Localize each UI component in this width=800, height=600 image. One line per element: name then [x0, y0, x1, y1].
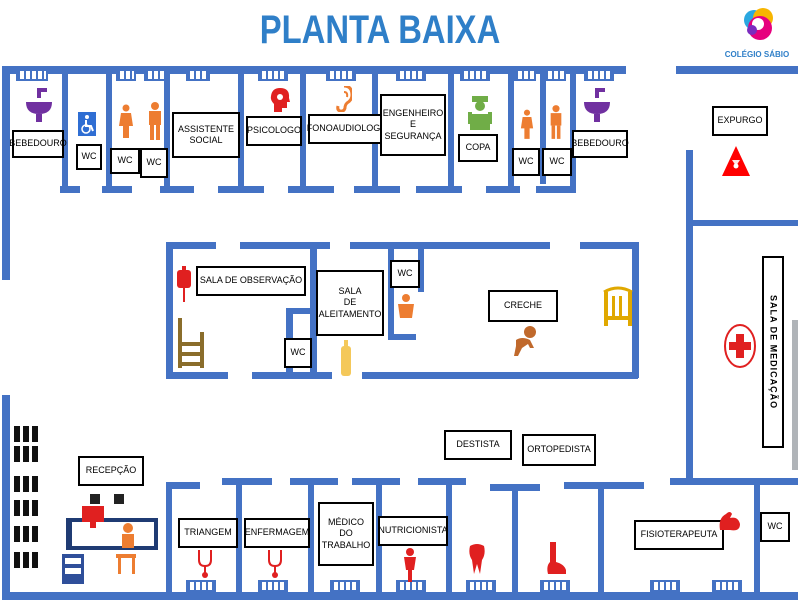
label-ortopedista: ORTOPEDISTA: [522, 434, 596, 466]
label-recepcao: RECEPÇÃO: [78, 456, 144, 486]
label-wc-observacao: WC: [284, 338, 312, 368]
person-icon: [520, 109, 534, 139]
chef-icon: [468, 96, 492, 130]
label-bebedouro-left: BEBEDOURO: [9, 130, 67, 158]
muscle-icon: [719, 512, 740, 531]
logo: COLÉGIO SÁBIO: [718, 4, 796, 64]
label-creche: CRECHE: [488, 290, 558, 322]
person-icon: [119, 104, 133, 138]
label-wc-1: WC: [110, 148, 140, 174]
chair-icon: [14, 476, 38, 492]
person-icon: [398, 294, 414, 318]
label-sala-medicacao: SALA DE MEDICAÇÃO: [762, 256, 784, 448]
foot-icon: [547, 542, 566, 574]
wheelchair-icon: [78, 112, 96, 136]
label-nutricionista: NUTRICIONISTA: [378, 516, 448, 546]
label-triangem: TRIANGEM: [178, 518, 238, 548]
label-bebedouro-right: BEBEDOURO: [571, 130, 629, 158]
head-icon: [270, 88, 290, 112]
label-fisioterapeuta: FISIOTERAPEUTA: [634, 520, 724, 550]
label-engenheiro: ENGENHEIRO E SEGURANÇA: [380, 94, 446, 156]
ear-icon: [336, 86, 352, 112]
chair-icon: [14, 526, 38, 542]
label-enfermagem: ENFERMAGEM: [244, 518, 310, 548]
baby-icon: [514, 326, 536, 356]
sink-icon: [26, 88, 52, 122]
label-psicologo: PSICOLOGO: [246, 116, 302, 146]
medical-cross-icon: [724, 324, 756, 368]
baby-bottle-icon: [341, 340, 351, 376]
page-title: PLANTA BAIXA: [259, 8, 501, 52]
label-copa: COPA: [458, 134, 498, 162]
person-icon: [550, 105, 562, 139]
tooth-icon: [469, 544, 485, 574]
label-wc-accessible: WC: [76, 144, 102, 170]
label-wc-3: WC: [512, 148, 540, 176]
crib-icon: [603, 286, 633, 326]
stethoscope-icon: [198, 550, 212, 578]
label-medico-trabalho: MÉDICO DO TRABALHO: [318, 502, 374, 566]
iv-bag-icon: [177, 266, 191, 302]
logo-icon: [744, 8, 773, 40]
label-expurgo: EXPURGO: [712, 106, 768, 136]
label-sala-observacao: SALA DE OBSERVAÇÃO: [196, 266, 306, 296]
label-wc-2: WC: [140, 148, 168, 178]
chair-icon: [14, 552, 38, 568]
body-icon: [404, 548, 416, 582]
bed-icon: [178, 318, 204, 368]
logo-text: COLÉGIO SÁBIO: [724, 50, 790, 59]
chair-icon: [14, 426, 38, 442]
person-icon: [149, 102, 161, 140]
stethoscope-icon: [268, 550, 282, 578]
label-sala-aleitamento: SALA DE ALEITAMENTO: [316, 270, 384, 336]
sink-icon: [584, 88, 610, 122]
reception-desk-icon: [62, 494, 158, 584]
label-fonoaudiologo: FONOAUDIOLOGO: [307, 114, 387, 144]
label-destista: DESTISTA: [444, 430, 512, 460]
hazard-icon: [722, 146, 750, 176]
label-assistente-social: ASSISTENTE SOCIAL: [172, 112, 240, 158]
label-wc-fisio: WC: [760, 512, 790, 542]
chair-icon: [14, 446, 38, 462]
label-wc-aleitamento: WC: [390, 260, 420, 288]
label-wc-4: WC: [542, 148, 572, 176]
chair-icon: [14, 500, 38, 516]
